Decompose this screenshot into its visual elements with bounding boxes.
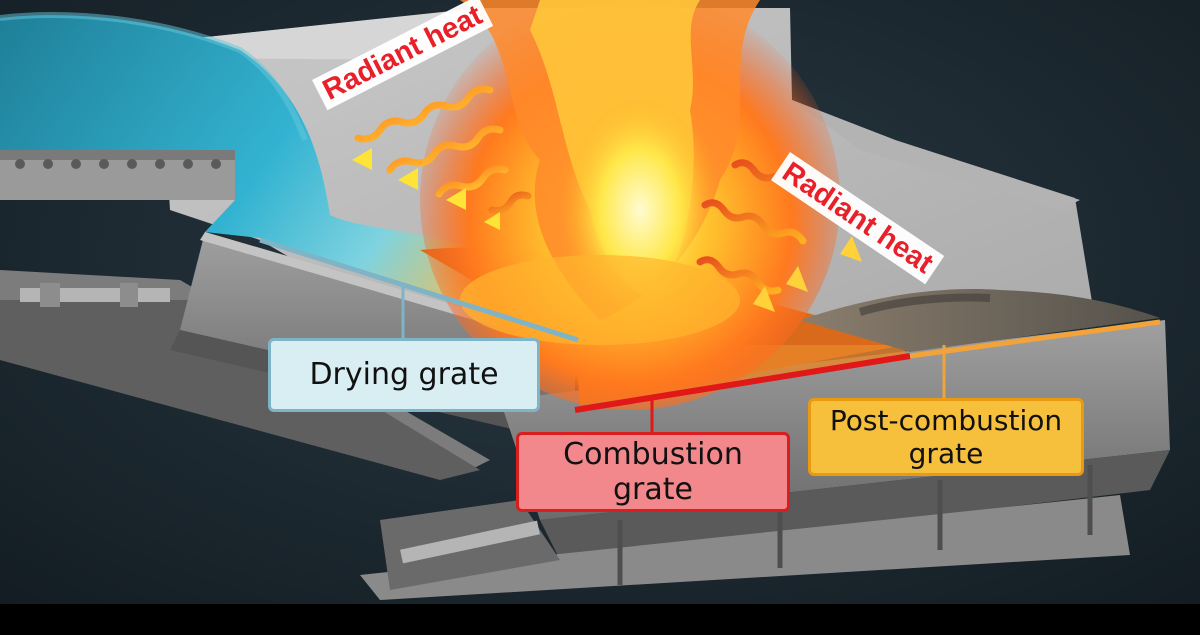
wall-ledge [792,100,1080,210]
combustion-grate-line [574,353,911,413]
radiant-heat-arrowheads-right [753,236,862,312]
frame-legs [617,465,1093,585]
post-combustion-grate-text-line1: Post-combustion [829,403,1063,437]
post-combustion-grate-text-line2: grate [908,437,984,470]
feeder-rollers [15,159,221,169]
drying-grate-line [259,237,579,343]
hydraulic-piston-right [400,520,540,564]
radiant-heat-arrowheads-left [352,148,500,230]
radiant-heat-arrows-left [354,85,532,215]
post-combustion-grate-label: Post-combustion grate [808,398,1084,476]
combustion-grate-text-line2: grate [613,472,693,507]
drying-grate-text: Drying grate [309,357,499,393]
bottom-letterbox-bar [0,604,1200,635]
combustion-grate-label: Combustion grate [516,432,790,512]
combustion-grate-text-line1: Combustion [563,436,743,472]
post-combustion-grate-line [909,319,1161,359]
drying-grate-label: Drying grate [268,338,540,412]
